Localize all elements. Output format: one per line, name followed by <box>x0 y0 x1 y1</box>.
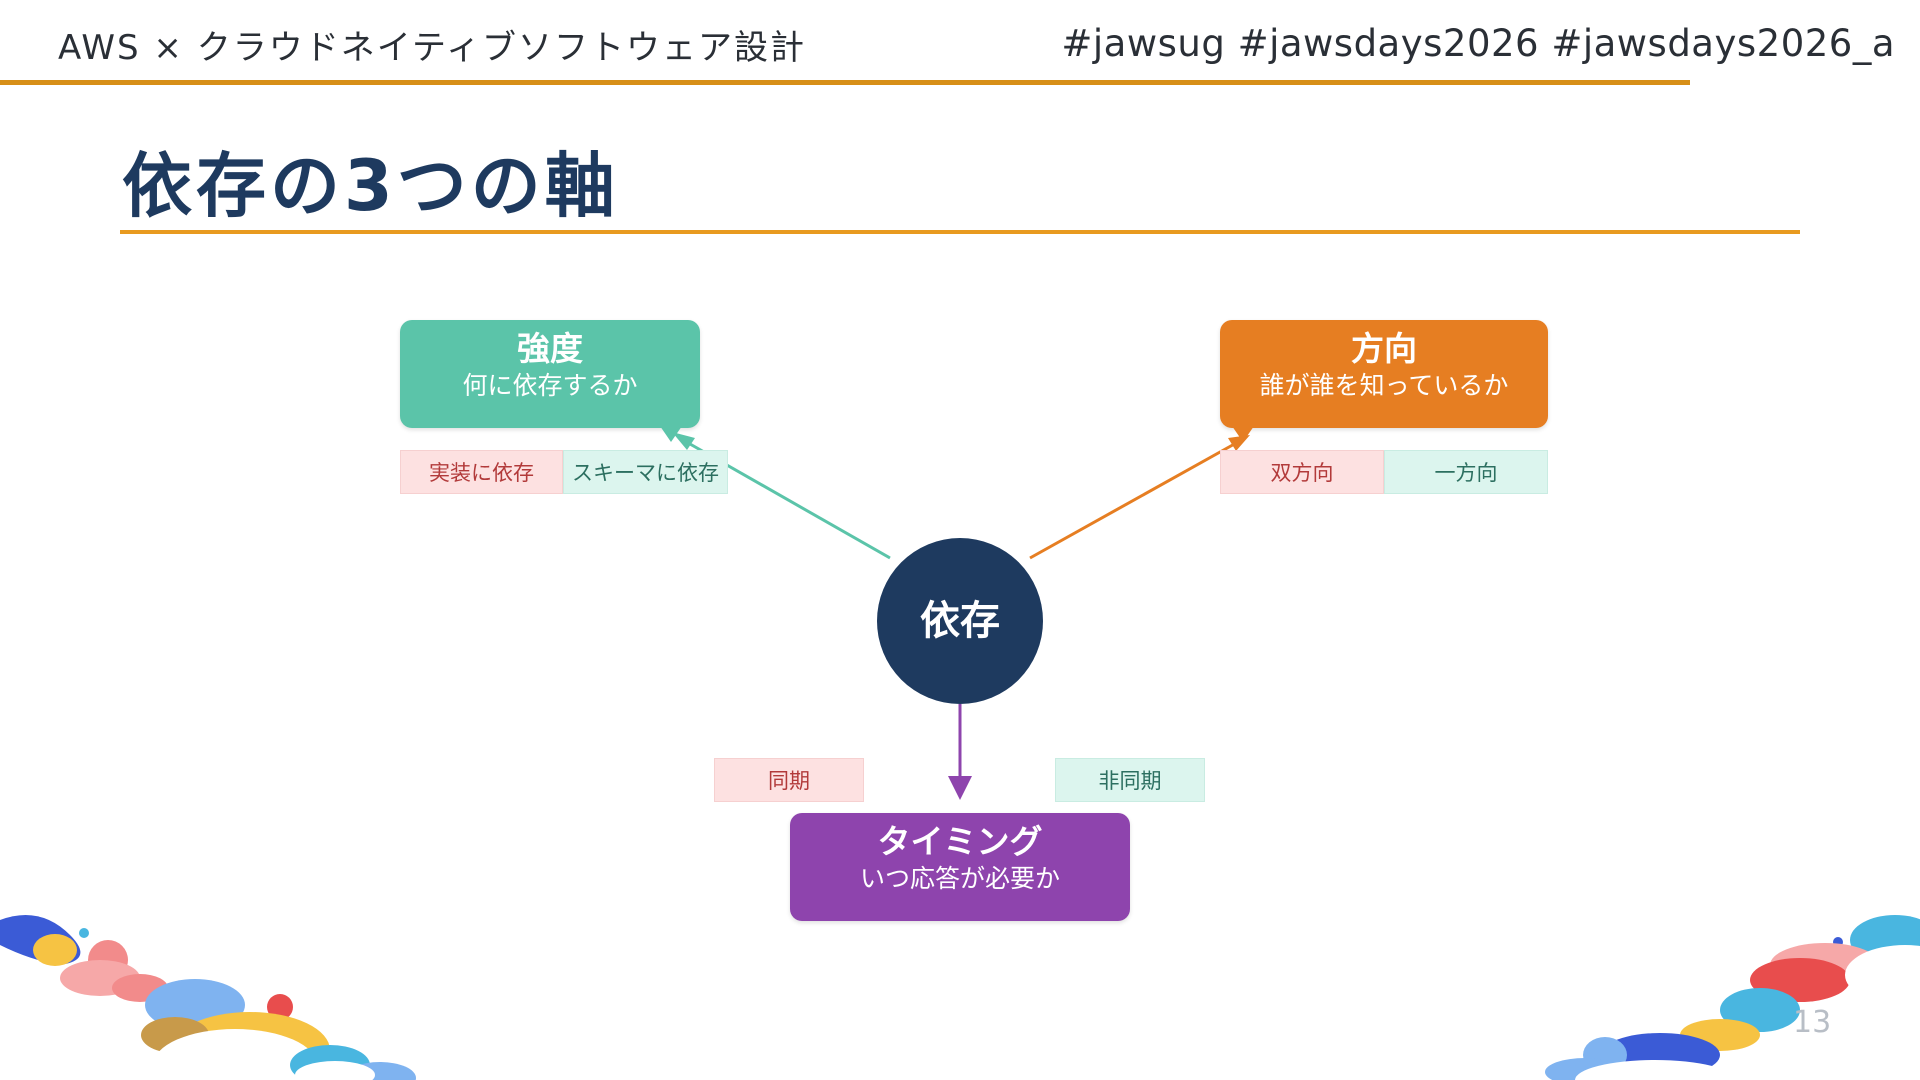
right-cloud-decoration <box>1545 915 1920 1080</box>
page-number: 13 <box>1793 1005 1831 1040</box>
left-cloud-decoration <box>0 915 416 1080</box>
